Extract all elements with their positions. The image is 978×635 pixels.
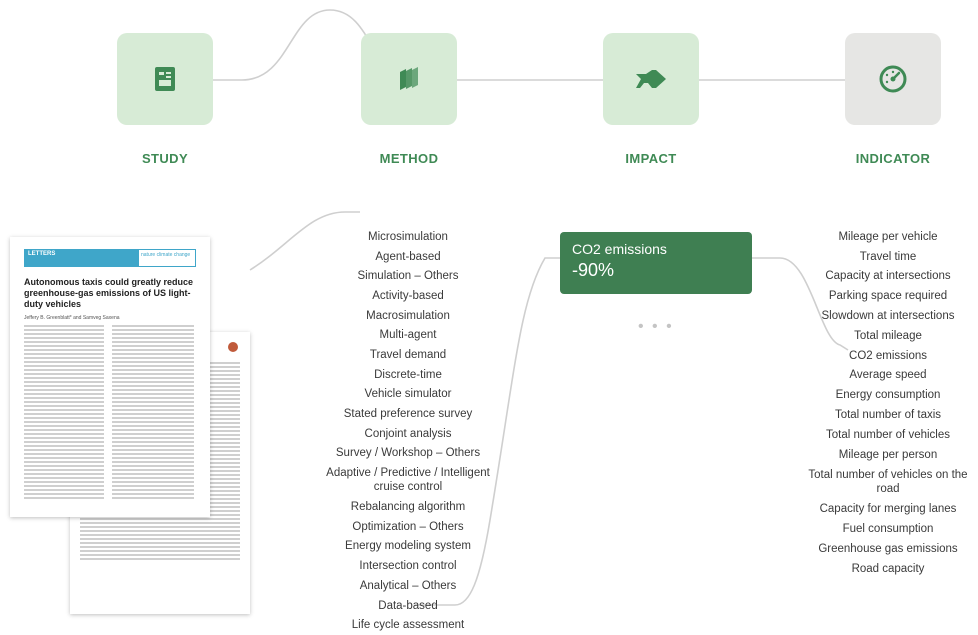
stage-label: IMPACT xyxy=(625,151,677,166)
method-icon xyxy=(400,67,418,90)
method-item[interactable]: Multi-agent xyxy=(379,329,437,342)
method-item[interactable]: Intersection control xyxy=(359,560,457,573)
method-item[interactable]: Data-based xyxy=(378,599,438,612)
indicator-item[interactable]: Total number of vehicles on the road xyxy=(808,469,968,496)
study-box xyxy=(117,33,213,125)
stage-label: STUDY xyxy=(141,151,189,166)
indicator-item[interactable]: Greenhouse gas emissions xyxy=(818,543,958,556)
indicator-box xyxy=(845,33,941,125)
journal-header: LETTERS nature climate change xyxy=(24,249,196,267)
method-item[interactable]: Energy modeling system xyxy=(345,540,471,553)
method-box xyxy=(361,33,457,125)
method-item[interactable]: Stated preference survey xyxy=(343,408,473,421)
stage-method[interactable]: METHOD xyxy=(361,33,457,166)
impact-box xyxy=(603,33,699,125)
indicator-item[interactable]: Average speed xyxy=(849,369,927,382)
indicator-item[interactable]: Total mileage xyxy=(854,329,922,342)
indicator-item[interactable]: Mileage per vehicle xyxy=(838,230,938,243)
method-item[interactable]: Conjoint analysis xyxy=(364,427,452,440)
journal-header-label: LETTERS xyxy=(28,251,56,257)
indicator-item[interactable]: Capacity at intersections xyxy=(825,270,951,283)
indicator-item[interactable]: Road capacity xyxy=(851,562,925,575)
method-item[interactable]: Discrete-time xyxy=(374,368,442,381)
indicator-item[interactable]: Total number of vehicles xyxy=(825,428,950,441)
more-impacts-ellipsis[interactable]: • • • xyxy=(638,318,674,335)
method-item[interactable]: Survey / Workshop – Others xyxy=(335,447,481,460)
indicator-item[interactable]: Travel time xyxy=(859,250,917,263)
indicator-item[interactable]: Fuel consumption xyxy=(842,523,934,536)
journal-logo-icon xyxy=(228,342,238,352)
impact-icon xyxy=(636,70,666,88)
indicator-item[interactable]: Parking space required xyxy=(828,290,948,303)
journal-name: nature climate change xyxy=(138,249,196,267)
paper-column-right xyxy=(112,325,194,501)
indicator-item[interactable]: Slowdown at intersections xyxy=(821,310,955,323)
stage-study[interactable]: STUDY xyxy=(117,33,213,166)
indicator-item[interactable]: Mileage per person xyxy=(838,448,938,461)
paper-authors: Jeffery B. Greenblatt* and Samveg Saxena xyxy=(24,315,120,321)
paper-column-left xyxy=(24,325,104,501)
indicator-item[interactable]: Capacity for merging lanes xyxy=(819,503,957,516)
impact-card[interactable]: CO2 emissions -90% xyxy=(560,232,752,294)
impact-value: -90% xyxy=(572,260,615,280)
method-item[interactable]: Rebalancing algorithm xyxy=(350,501,466,514)
paper-page-front[interactable]: LETTERS nature climate change Autonomous… xyxy=(10,237,210,517)
method-item[interactable]: Analytical – Others xyxy=(359,579,457,592)
paper-title: Autonomous taxis could greatly reduce gr… xyxy=(24,277,194,309)
stage-impact[interactable]: IMPACT xyxy=(603,33,699,166)
stage-label: METHOD xyxy=(379,151,439,166)
indicator-icon xyxy=(879,65,907,93)
indicator-item[interactable]: Total number of taxis xyxy=(834,409,942,422)
study-icon xyxy=(155,67,175,91)
method-item[interactable]: Agent-based xyxy=(375,250,441,263)
indicator-item[interactable]: CO2 emissions xyxy=(849,349,927,362)
method-item[interactable]: Travel demand xyxy=(369,348,447,361)
impact-title: CO2 emissions xyxy=(572,241,667,257)
method-item[interactable]: Activity-based xyxy=(372,289,444,302)
method-item[interactable]: Life cycle assessment xyxy=(351,619,465,632)
indicator-item[interactable]: Energy consumption xyxy=(835,389,941,402)
stage-label: INDICATOR xyxy=(855,151,931,166)
method-item[interactable]: Adaptive / Predictive / Intelligent crui… xyxy=(326,467,490,494)
method-item[interactable]: Optimization – Others xyxy=(352,520,464,533)
stage-indicator[interactable]: INDICATOR xyxy=(845,33,941,166)
method-item[interactable]: Microsimulation xyxy=(368,230,448,243)
method-item[interactable]: Vehicle simulator xyxy=(364,388,452,401)
method-item[interactable]: Simulation – Others xyxy=(357,270,459,283)
method-item[interactable]: Macrosimulation xyxy=(366,309,450,322)
